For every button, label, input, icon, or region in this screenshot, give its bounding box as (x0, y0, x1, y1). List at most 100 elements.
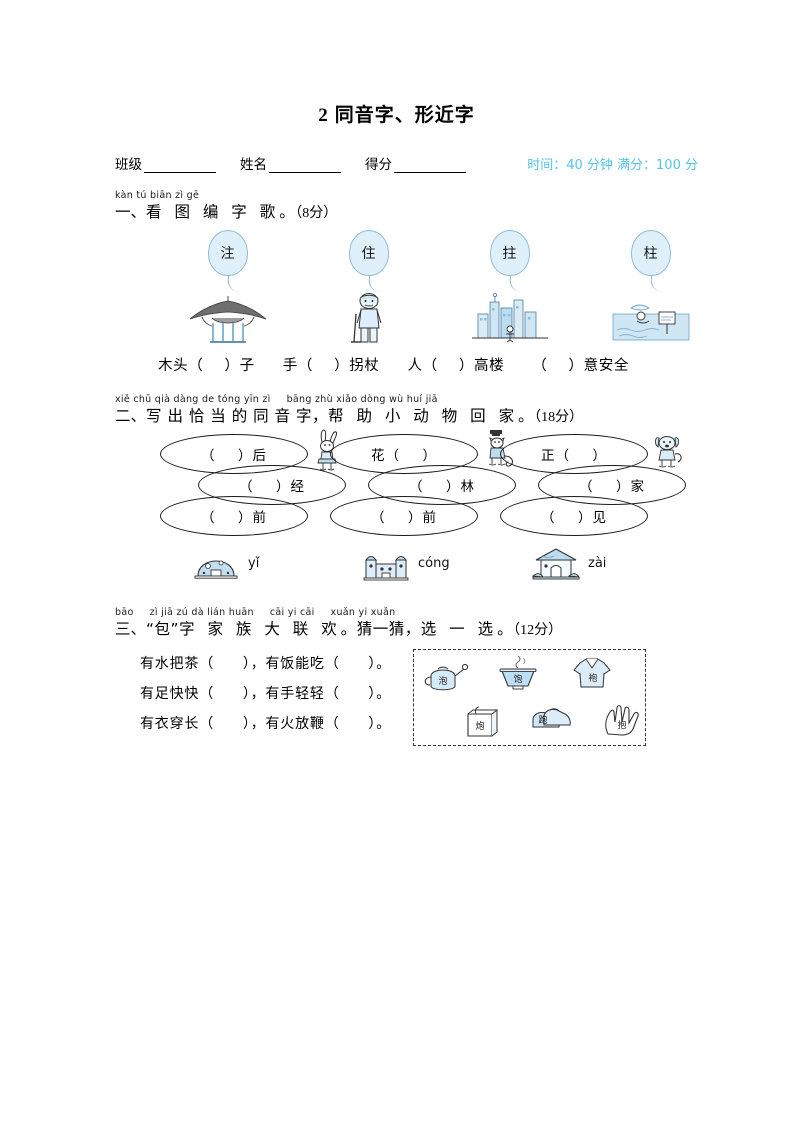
riddle-right: ）。 (368, 686, 392, 702)
house-row: yǐ (188, 542, 259, 584)
dome-house-icon (188, 542, 244, 584)
riddle-left: 有水把茶（ (140, 656, 214, 672)
class-field[interactable]: 班级 (115, 153, 218, 173)
oval-answer-space[interactable] (215, 508, 238, 524)
name-label: 姓名 (240, 157, 267, 173)
balloon-char: 住 (348, 230, 389, 276)
buildings-icon (464, 292, 556, 344)
exercise-3-index: 三、 (115, 620, 147, 638)
robe-icon: 袍 (573, 658, 611, 688)
exercise-3-pinyin-a: bāo (115, 607, 134, 618)
riddle-line[interactable]: 有水把茶（ ），有饭能吃（ ）。 (140, 649, 391, 679)
riddle-left: 有衣穿长（ (140, 716, 214, 732)
riddle-blank[interactable] (214, 656, 243, 672)
riddle-blank[interactable] (214, 686, 243, 702)
oval-answer-space[interactable] (570, 446, 593, 462)
exercise-2-index: 二、 (115, 407, 147, 425)
riddle-mid: ），有饭能吃（ (242, 656, 340, 672)
riddle-line[interactable]: 有足快快（ ），有手轻轻（ ）。 (140, 679, 391, 709)
oval-suffix: ）经 (276, 479, 306, 495)
exercise-2-pinyin-b: bāng zhù xiǎo dòng wù huí jiā (286, 394, 438, 405)
exercise-3-period-a: 。 (340, 620, 357, 638)
oval-prefix: （ (578, 479, 594, 495)
balloon-graphic: 拄 (487, 230, 533, 292)
choice-char: 泡 (439, 675, 448, 687)
exercise-1-heading: kàn tú biān zì gē 一、看 图 编 字 歌。（8分） (0, 189, 793, 224)
answer-prefix: （ (532, 358, 548, 374)
oval-blank[interactable]: 花（ ） (330, 434, 478, 474)
oval-blank[interactable]: （ ）前 (160, 496, 308, 536)
choice-option[interactable]: 跑 (526, 698, 578, 742)
oval-answer-space[interactable] (385, 508, 408, 524)
castle-house-icon (358, 542, 414, 584)
answer-suffix: ）高楼 (458, 358, 505, 374)
oval-prefix: （ (370, 510, 386, 526)
answer-item[interactable]: 木头（ ）子 (158, 354, 255, 375)
name-field[interactable]: 姓名 (240, 153, 343, 173)
answer-item[interactable]: （ ）意安全 (532, 354, 629, 375)
answer-blank[interactable] (203, 358, 224, 374)
oval-prefix: （ (200, 448, 216, 464)
exercise-3-title-c: 猜一猜， (356, 620, 421, 638)
riddle-blank[interactable] (340, 686, 369, 702)
answer-suffix: ）意安全 (568, 358, 629, 374)
rice-bowl-icon: 饱 (499, 655, 537, 690)
balloon-string (366, 276, 383, 292)
choice-option[interactable]: 抱 (594, 698, 646, 742)
exercise-1-answer-line: 木头（ ）子 手（ ）拐杖 人（ ）高楼 （ ）意安全 (0, 344, 793, 375)
class-blank-line[interactable] (144, 159, 216, 173)
choice-char: 炮 (476, 720, 485, 732)
oval-answer-space[interactable] (423, 477, 446, 493)
exercise-3-pinyin-b: zì jiā zú dà lián huān (149, 607, 254, 618)
exercise-3-period-b: 。 (497, 620, 514, 638)
choice-char: 袍 (589, 672, 598, 684)
choice-option[interactable]: 炮 (456, 702, 508, 746)
exercise-3-title: 三、“包”字 家 族 大 联 欢。猜一猜，选 一 选。（12分） (115, 619, 793, 641)
teapot-icon: 泡 (424, 663, 469, 691)
riddle-blank[interactable] (214, 716, 243, 732)
page-title-number: 2 (318, 105, 329, 126)
answer-item[interactable]: 手（ ）拐杖 (283, 354, 380, 375)
answer-blank[interactable] (313, 358, 334, 374)
oval-answer-space[interactable] (253, 477, 276, 493)
oval-answer-space[interactable] (215, 446, 238, 462)
riddle-blank[interactable] (340, 716, 369, 732)
house-pinyin: cóng (418, 555, 450, 571)
answer-item[interactable]: 人（ ）高楼 (407, 354, 504, 375)
riddle-line[interactable]: 有衣穿长（ ），有火放鞭（ ）。 (140, 709, 391, 739)
name-blank-line[interactable] (269, 159, 341, 173)
exam-meta: 时间：40 分钟 满分：100 分 (527, 158, 698, 173)
exercise-2-title-b: 帮 助 小 动 物 回 家 (328, 407, 519, 425)
riddle-left: 有足快快（ (140, 686, 214, 702)
exercise-3-body: 有水把茶（ ），有饭能吃（ ）。 有足快快（ ），有手轻轻（ ）。 有衣穿长（ … (0, 641, 793, 746)
page-title-text: 同音字、形近字 (334, 104, 475, 126)
riddle-right: ）。 (368, 716, 392, 732)
old-man-icon (323, 292, 415, 344)
choice-option[interactable]: 袍 (566, 653, 618, 697)
exercise-2-pinyin-a: xiě chū qià dàng de tóng yīn zì (115, 394, 271, 405)
answer-blank[interactable] (438, 358, 459, 374)
house-pinyin: zài (588, 555, 607, 571)
riddle-mid: ），有火放鞭（ (242, 716, 340, 732)
riddle-right: ）。 (368, 656, 392, 672)
oval-blank[interactable]: （ ）前 (330, 496, 478, 536)
score-field[interactable]: 得分 (365, 153, 468, 173)
balloon-char: 柱 (630, 230, 671, 276)
oval-suffix: ） (592, 448, 608, 464)
exercise-1-pinyin: kàn tú biān zì gē (115, 190, 200, 201)
exercise-1-period: 。 (279, 203, 296, 221)
answer-blank[interactable] (547, 358, 568, 374)
choice-option[interactable]: 饱 (492, 653, 544, 697)
balloon-cell: 住 (316, 230, 421, 344)
oval-answer-space[interactable] (400, 446, 423, 462)
oval-suffix: ）见 (578, 510, 608, 526)
oval-answer-space[interactable] (555, 508, 578, 524)
oval-blank[interactable]: （ ）见 (500, 496, 648, 536)
score-blank-line[interactable] (394, 159, 466, 173)
riddle-blank[interactable] (340, 656, 369, 672)
oval-prefix: （ (540, 510, 556, 526)
answer-prefix: 木头（ (158, 358, 204, 374)
oval-answer-space[interactable] (593, 477, 616, 493)
choice-option[interactable]: 泡 (420, 658, 472, 702)
